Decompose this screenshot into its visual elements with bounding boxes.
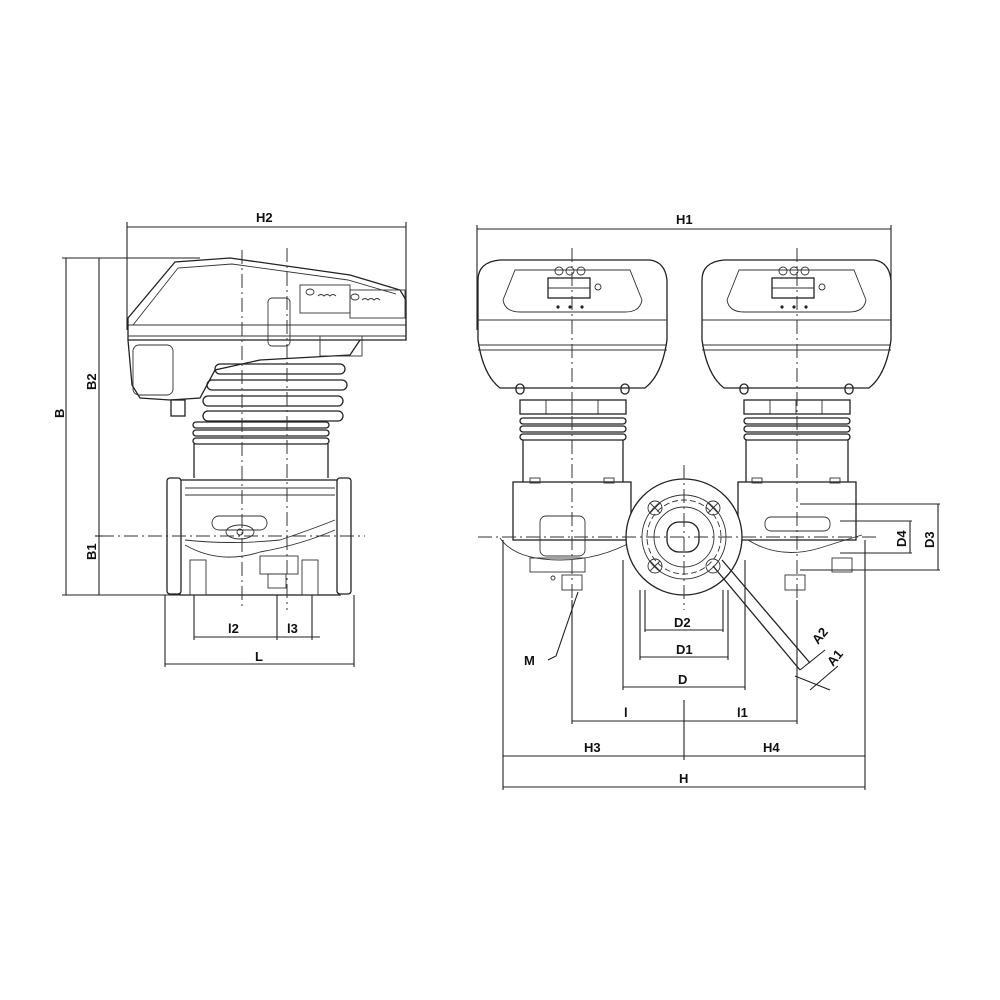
label-M: M <box>524 653 535 668</box>
label-l1: l1 <box>737 705 748 720</box>
label-H4: H4 <box>763 740 780 755</box>
front-view: H1 <box>476 212 940 790</box>
label-L: L <box>255 649 263 664</box>
label-D4: D4 <box>894 530 909 547</box>
label-D: D <box>678 672 687 687</box>
side-view: H2 B B2 B1 <box>52 210 407 667</box>
label-D2: D2 <box>674 615 691 630</box>
label-D1: D1 <box>676 642 693 657</box>
label-H1: H1 <box>676 212 693 227</box>
label-l3: l3 <box>287 621 298 636</box>
label-l2: l2 <box>228 621 239 636</box>
label-H2: H2 <box>256 210 273 225</box>
cooling-fins <box>202 363 348 422</box>
label-B: B <box>52 409 67 418</box>
label-B1: B1 <box>84 543 99 560</box>
label-A2: A2 <box>809 625 831 647</box>
label-l: l <box>624 705 628 720</box>
label-A1: A1 <box>824 647 846 669</box>
label-B2: B2 <box>84 373 99 390</box>
label-D3: D3 <box>922 531 937 548</box>
label-H: H <box>679 771 688 786</box>
label-H3: H3 <box>584 740 601 755</box>
